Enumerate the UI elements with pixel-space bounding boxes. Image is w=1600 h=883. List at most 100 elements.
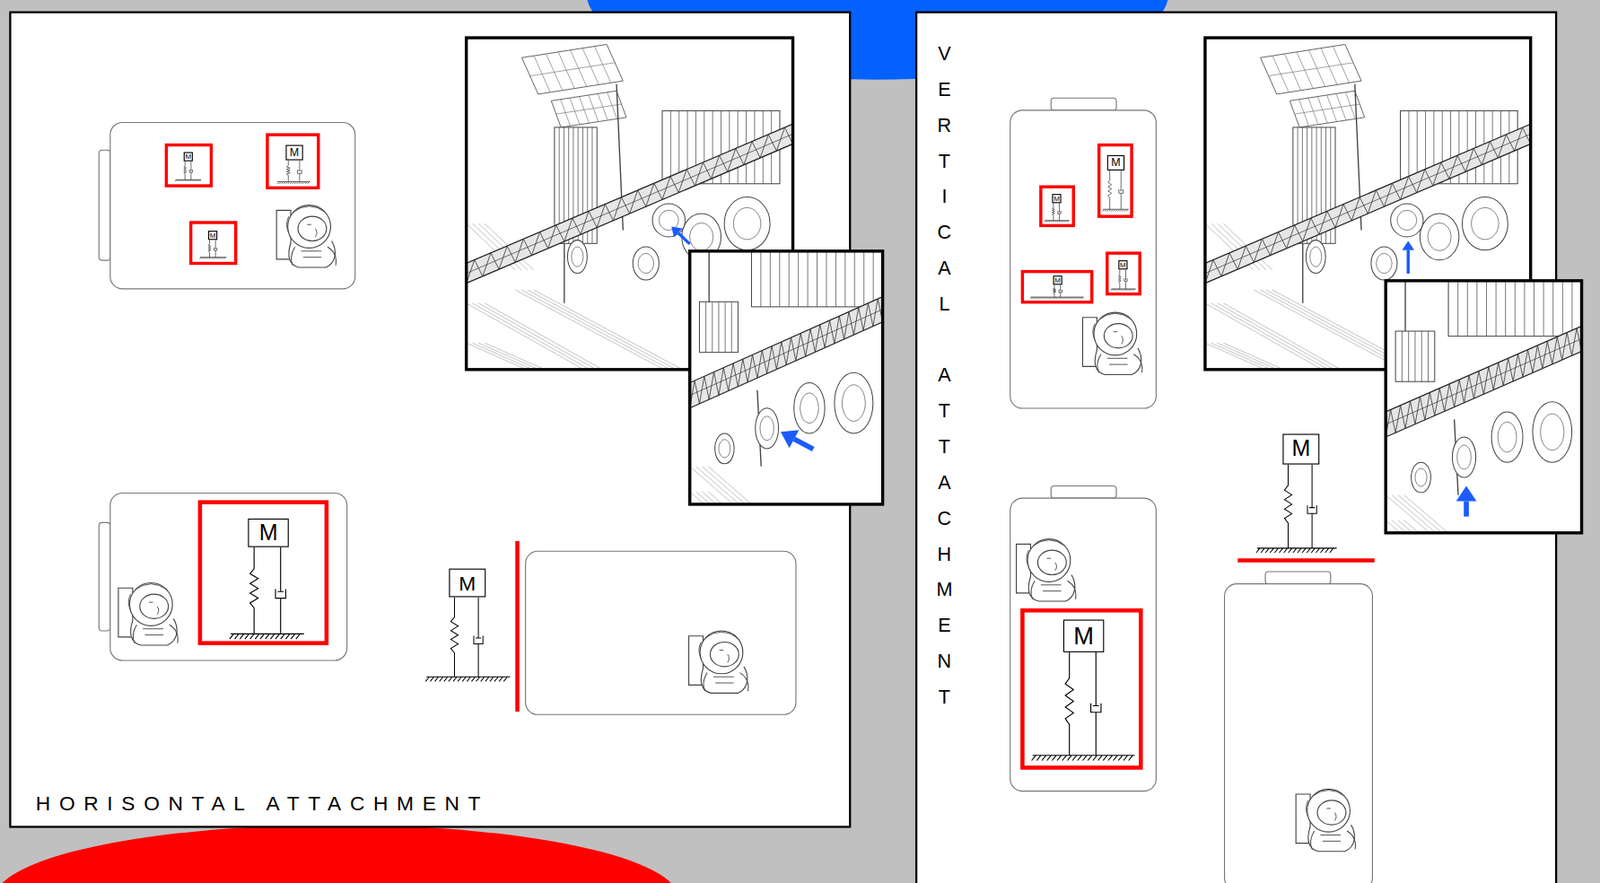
module [1390, 203, 1424, 237]
mass-box: M [1063, 620, 1104, 653]
radiator-line [769, 251, 771, 307]
radiator [1448, 280, 1582, 337]
mass-box: M [448, 568, 486, 598]
radiator-line [1504, 280, 1506, 337]
module-ring [760, 416, 774, 441]
station-illustration [690, 251, 884, 517]
ground-shading [701, 491, 731, 505]
ground-shading [484, 342, 583, 370]
highlight-box [267, 134, 319, 188]
module [652, 203, 685, 237]
mass-label: M [1110, 157, 1120, 169]
radiator-line [1571, 280, 1573, 337]
radiator-line [835, 251, 837, 307]
module-cap [98, 522, 111, 631]
panel-heading: VERTICAL ATTACHMENT [935, 43, 955, 722]
module-ring [1471, 207, 1499, 239]
highlight-box [200, 502, 327, 644]
module [715, 433, 735, 464]
module [794, 383, 825, 434]
radiator-line [825, 251, 827, 307]
radiator [699, 301, 738, 352]
truss-bracing [1205, 127, 1531, 284]
truss-rail [1205, 133, 1531, 273]
module-ring [1310, 246, 1322, 267]
radiator-line [1467, 280, 1469, 337]
radiator-line [1476, 280, 1478, 337]
module-cylinder [1224, 584, 1373, 883]
highlight-box [166, 145, 211, 187]
arm [291, 246, 337, 265]
pointer-arrow-head [1456, 485, 1478, 501]
radiator-line [711, 301, 713, 352]
helmet-detail [1092, 313, 1132, 365]
module-cylinder [525, 550, 796, 715]
module-ring [1376, 253, 1392, 273]
helmet-detail [1306, 789, 1346, 841]
highlight-box [1022, 271, 1092, 303]
panel [916, 12, 1557, 883]
dashpot-symbol [213, 239, 217, 257]
visor [139, 594, 169, 619]
radiator-line [725, 301, 726, 352]
mass-label: M [289, 147, 299, 159]
radiator-line [1414, 331, 1416, 382]
mass-box: M [1118, 260, 1128, 270]
solar-array [550, 90, 627, 128]
pointer-arrow [794, 438, 814, 449]
ground-shading [521, 289, 701, 370]
dashpot-symbol [189, 161, 193, 180]
ground-shading [527, 289, 708, 370]
module [834, 372, 874, 434]
module-ring [733, 207, 761, 239]
module-ring [841, 384, 866, 422]
module-ring [718, 439, 731, 458]
pointer-arrow [1463, 501, 1469, 517]
mast [1302, 243, 1303, 304]
radiator-line [863, 251, 865, 307]
helmet-detail [128, 584, 167, 636]
mass-label: M [458, 572, 476, 594]
radiator-line [1552, 280, 1554, 337]
picture-frame [690, 251, 884, 505]
module-cap [98, 149, 111, 261]
arm [1031, 580, 1076, 599]
mass-box: M [1053, 275, 1063, 285]
mass-label: M [1054, 276, 1061, 284]
dashpot-symbol [297, 160, 302, 183]
module-cylinder [1010, 110, 1157, 409]
mass-label: M [1291, 437, 1311, 461]
ground-shading [708, 491, 737, 505]
mass-label: M [1073, 623, 1094, 648]
ground-shading [1217, 303, 1364, 370]
module-cylinder [110, 492, 348, 661]
module [724, 197, 770, 251]
radiator-line [807, 251, 809, 307]
arm [703, 673, 749, 691]
spring-symbol [286, 160, 290, 183]
radiator-line [717, 301, 719, 352]
visor [1037, 550, 1067, 575]
mass-label: M [209, 231, 217, 239]
astronaut-figure [1295, 788, 1356, 851]
ground-symbol [1102, 209, 1129, 211]
radiator-line [788, 251, 790, 307]
radiator-line [731, 301, 733, 352]
module [567, 240, 587, 274]
ground-shading [1404, 520, 1434, 534]
radiator-line [1562, 280, 1564, 337]
mass-box: M [1051, 193, 1061, 203]
pointer-arrow-head [1401, 240, 1415, 250]
module [1462, 197, 1509, 251]
module [1419, 213, 1460, 261]
solar-array-grid [1268, 62, 1354, 77]
mast [563, 243, 565, 304]
ground-shading [478, 303, 626, 370]
red-band [0, 824, 679, 883]
radiator-line [705, 301, 707, 352]
helmet-detail [287, 206, 326, 258]
dashpot-symbol [1091, 652, 1102, 756]
module-cap [1050, 97, 1117, 111]
pointer-arrow [1407, 250, 1410, 274]
